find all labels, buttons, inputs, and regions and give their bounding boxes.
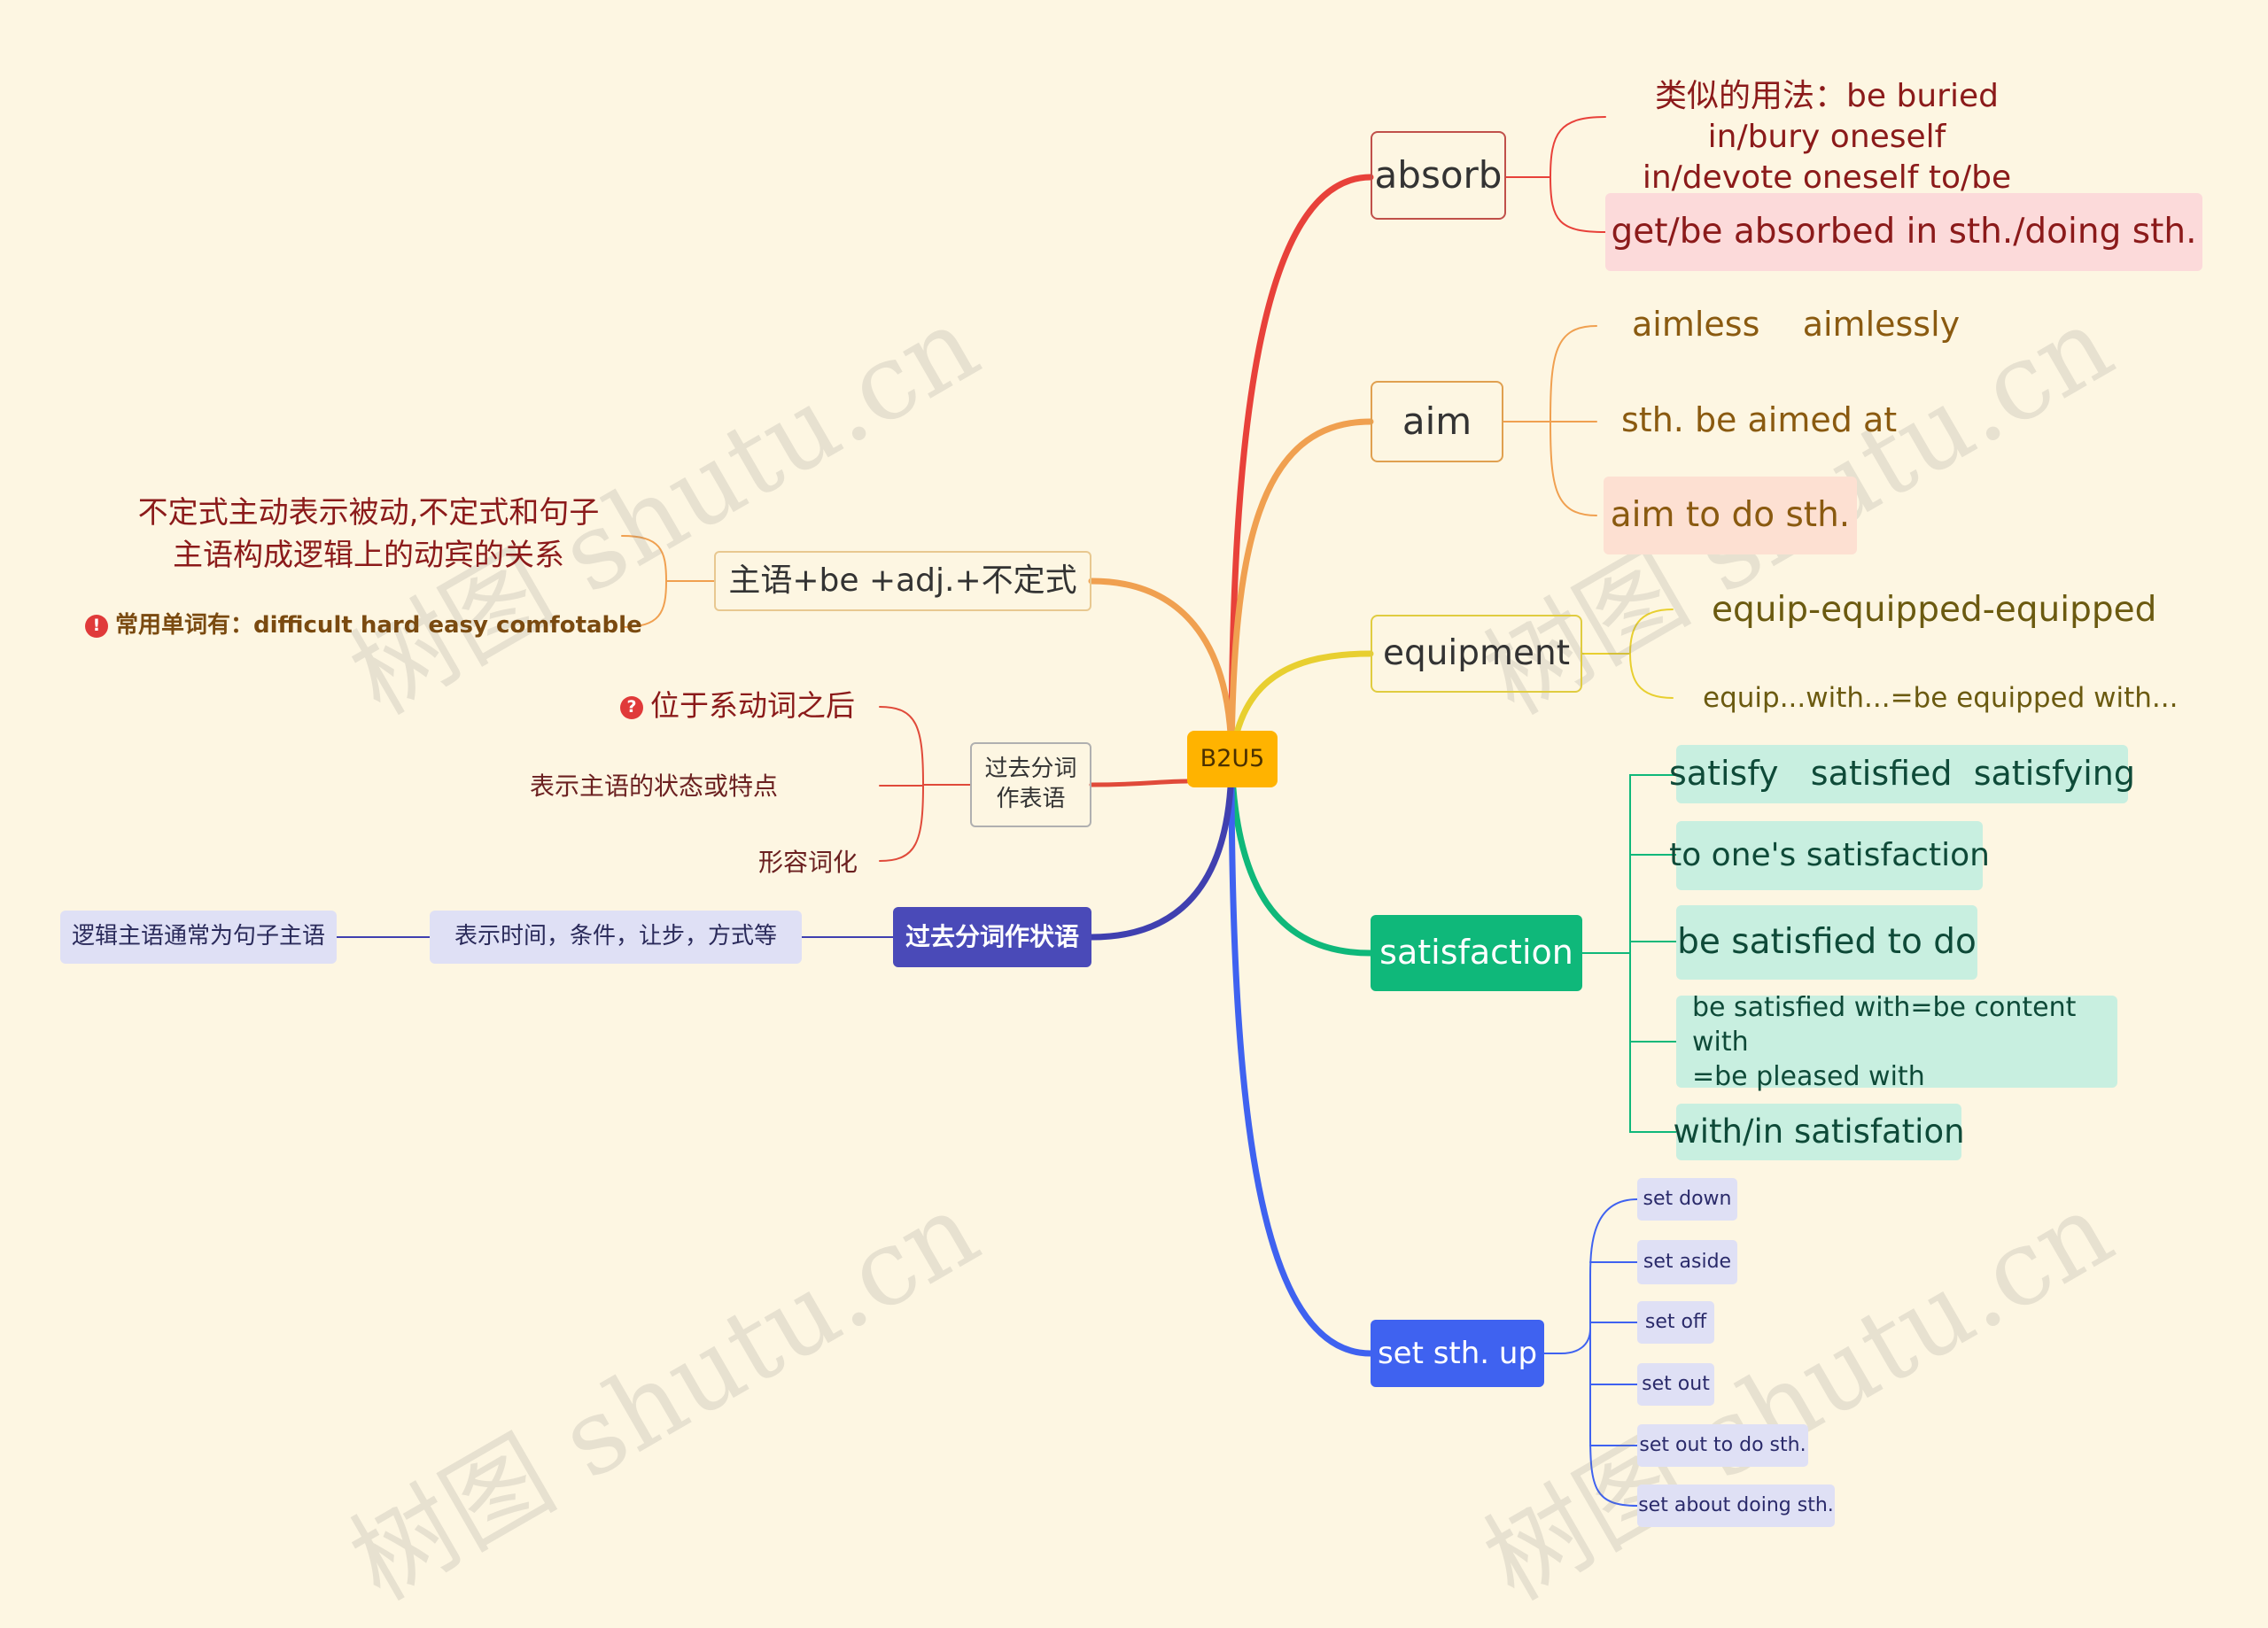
link-pp-pred: [1089, 779, 1190, 787]
satisfaction-item[interactable]: satisfy satisfied satisfying: [1669, 745, 2135, 803]
aim-item: aimless aimlessly: [1632, 305, 1961, 344]
pp-pred-state: 表示主语的状态或特点: [530, 771, 779, 801]
pp-adv-subject[interactable]: 逻辑主语通常为句子主语: [60, 911, 337, 964]
pp-pred-position-text: 位于系动词之后: [650, 688, 855, 723]
set-item[interactable]: set out to do sth.: [1637, 1424, 1808, 1467]
set-item[interactable]: set aside: [1637, 1240, 1737, 1284]
equipment-item: equip-equipped-equipped: [1712, 590, 2157, 630]
equipment-item: equip...with...=be equipped with...: [1703, 682, 2179, 714]
link-absorb: [1228, 174, 1374, 764]
satisfaction-item[interactable]: be satisfied to do: [1676, 905, 1977, 980]
satisfaction-item[interactable]: to one's satisfaction: [1669, 821, 1990, 890]
satisfaction-item[interactable]: be satisfied with=be content with =be pl…: [1676, 992, 2117, 1092]
aim-item[interactable]: aim to do sth.: [1604, 477, 1857, 554]
common-words: ! 常用单词有：difficult hard easy comfotable: [85, 611, 642, 641]
set-item[interactable]: set out: [1637, 1363, 1714, 1406]
common-words-text: 常用单词有：difficult hard easy comfotable: [115, 612, 642, 639]
link-aim: [1228, 418, 1374, 764]
link-set: [1228, 756, 1374, 1357]
link-left-top: [1088, 578, 1235, 764]
set-item[interactable]: set down: [1637, 1178, 1737, 1221]
topic-aim[interactable]: aim: [1371, 381, 1503, 462]
topic-past-participle-adverbial[interactable]: 过去分词作状语: [893, 907, 1091, 967]
set-item[interactable]: set about doing sth.: [1637, 1485, 1835, 1527]
absorb-phrase[interactable]: get/be absorbed in sth./doing sth.: [1605, 193, 2202, 271]
topic-satisfaction[interactable]: satisfaction: [1371, 915, 1582, 991]
pp-adv-meaning[interactable]: 表示时间，条件，让步，方式等: [430, 911, 802, 964]
topic-past-participle-predicative[interactable]: 过去分词 作表语: [970, 742, 1091, 827]
aim-item: sth. be aimed at: [1621, 400, 1898, 439]
set-item[interactable]: set off: [1637, 1301, 1714, 1344]
link-pp-adv: [1088, 756, 1235, 941]
topic-absorb[interactable]: absorb: [1371, 131, 1506, 220]
link-satisfaction: [1228, 756, 1374, 957]
topic-equipment[interactable]: equipment: [1371, 615, 1582, 693]
infinitive-note: 不定式主动表示被动,不定式和句子 主语构成逻辑上的动宾的关系: [137, 495, 600, 573]
pp-pred-adjectivized: 形容词化: [758, 848, 858, 877]
pp-pred-position: ? 位于系动词之后: [620, 687, 855, 725]
center-topic[interactable]: B2U5: [1187, 731, 1278, 787]
mindmap-connectors: [336, 116, 1677, 1507]
question-icon: ?: [620, 695, 643, 719]
satisfaction-item[interactable]: with/in satisfation: [1673, 1104, 1965, 1160]
topic-set-sth-up[interactable]: set sth. up: [1371, 1320, 1544, 1387]
exclamation-icon: !: [85, 614, 108, 638]
topic-subject-be-adj-infinitive[interactable]: 主语+be +adj.+不定式: [714, 551, 1091, 611]
